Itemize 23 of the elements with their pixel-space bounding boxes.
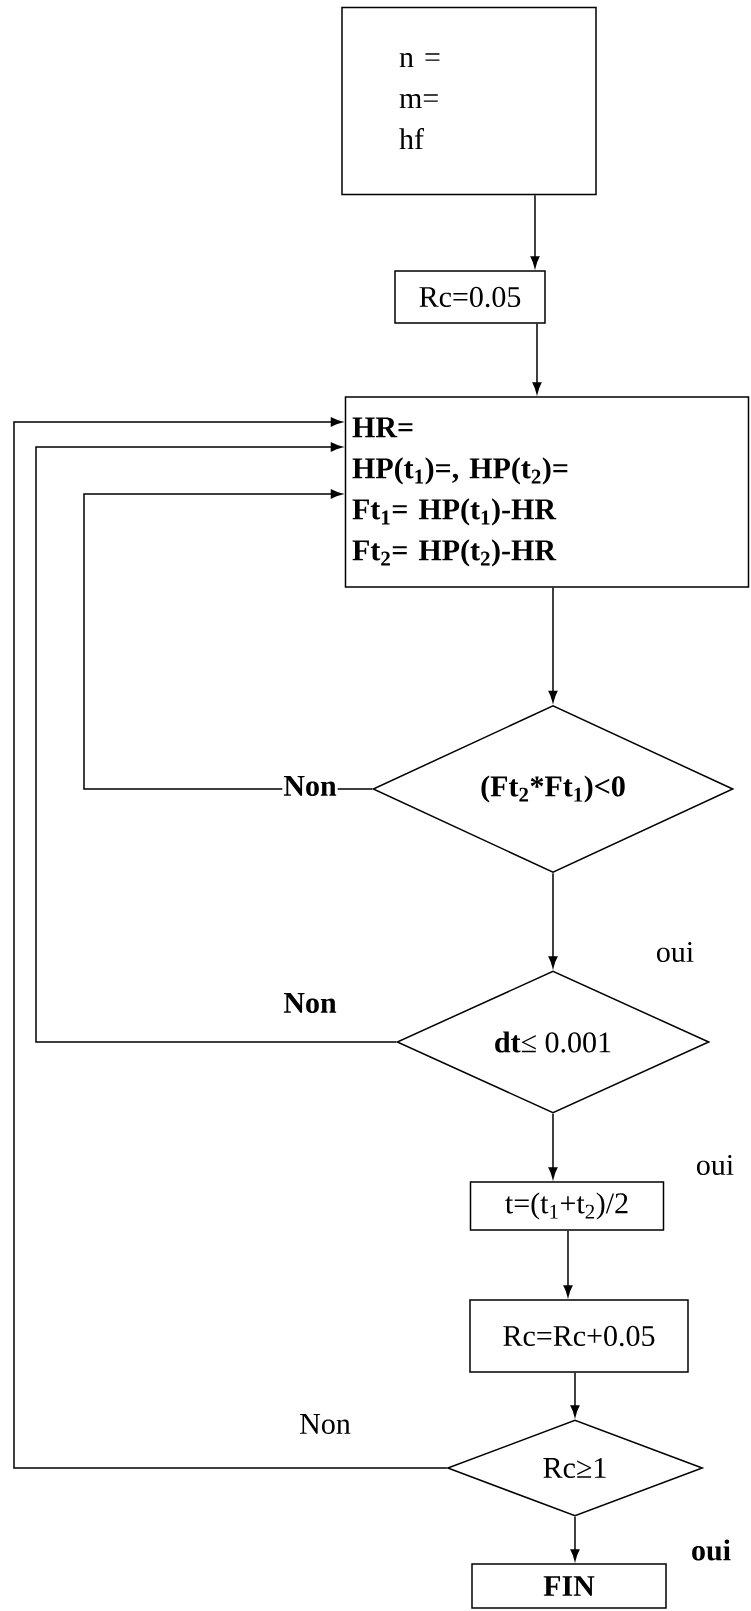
- arrow: [530, 194, 540, 268]
- edge-label: Non: [282, 992, 338, 1014]
- arrow: [13, 417, 448, 1469]
- arrow: [548, 587, 558, 703]
- edge-label: Non: [298, 1413, 352, 1435]
- arrow: [570, 1372, 580, 1417]
- arrow: [548, 872, 558, 968]
- arrow: [563, 1230, 573, 1297]
- process-box: n = m= hf: [341, 6, 597, 196]
- arrow: [35, 442, 397, 1043]
- process-box: HR= HP(t$_{1}$)=, HP(t$_{2}$)= Ft$_{1}$= HP(t$_{1}$)-HR Ft$_{2}$= HP(t$_{2}$)-HR: [344, 396, 750, 588]
- arrow: [570, 1516, 580, 1561]
- edge-label: oui: [690, 1538, 732, 1562]
- edge-label: Non: [282, 775, 338, 797]
- edge-label: oui: [654, 940, 696, 964]
- process-box: Rc=0.05: [394, 270, 546, 324]
- edge-label: oui: [694, 1153, 736, 1177]
- process-box: t=(t$_{1}$+t$_{2}$)/2: [469, 1181, 665, 1231]
- arrow: [532, 323, 542, 394]
- arrow: [83, 489, 373, 790]
- arrow: [548, 1113, 558, 1179]
- process-box: Rc=Rc+0.05: [469, 1299, 689, 1373]
- terminal-box: FIN: [471, 1563, 667, 1609]
